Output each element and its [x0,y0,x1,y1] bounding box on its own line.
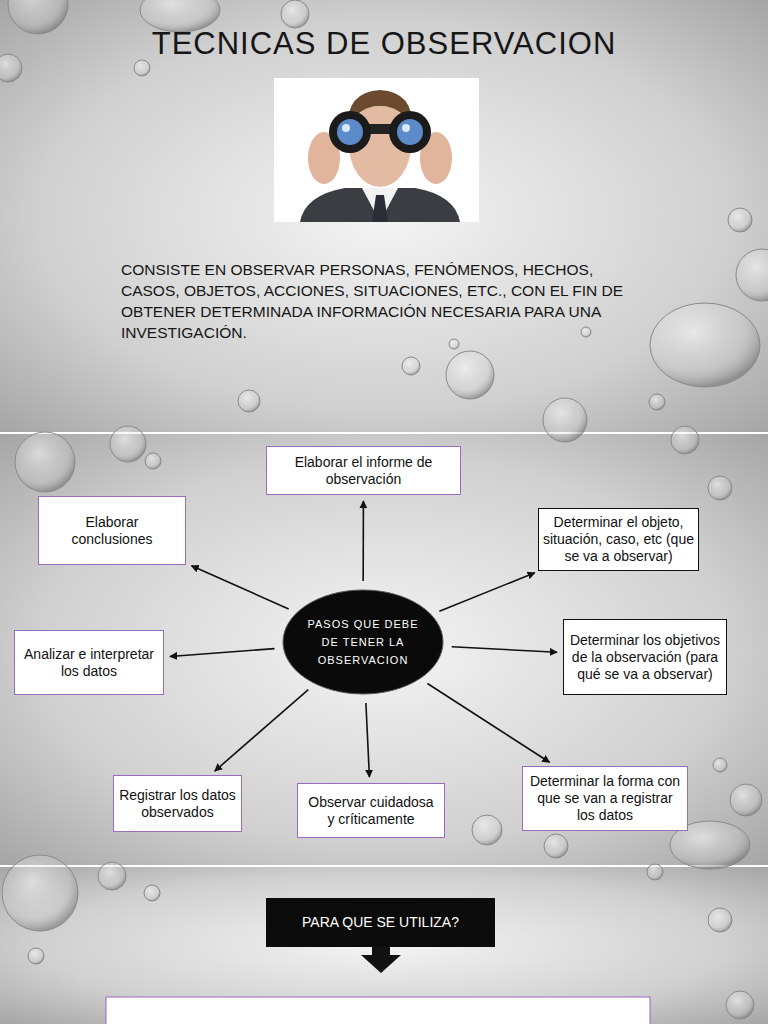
down-arrow [361,947,401,973]
step-box: Determinar la forma con que se van a reg… [522,766,688,831]
step-box: Analizar e interpretar los datos [14,630,164,695]
binoculars-photo [274,78,479,222]
center-ellipse: PASOS QUE DEBE DE TENER LA OBSERVACION [282,589,444,695]
step-box: Registrar los datos observados [113,775,242,832]
arrow-connector [452,647,557,653]
step-text: Elaborar el informe de observación [272,454,455,488]
question-text: PARA QUE SE UTILIZA? [302,914,459,931]
ellipse-text: PASOS QUE DEBE DE TENER LA OBSERVACION [307,615,419,669]
definition-text: CONSISTE EN OBSERVAR PERSONAS, FENÓMENOS… [121,259,651,343]
step-box: Determinar los objetivos de la observaci… [563,619,727,695]
step-text: Elaborar conclusiones [51,514,173,548]
step-text: Determinar los objetivos de la observaci… [569,632,721,683]
arrow-connector [170,649,275,657]
arrow-connector [366,703,370,777]
arrow-connector [439,573,534,611]
arrow-connector [362,501,364,581]
ellipse-shape [283,590,443,694]
empty-box [106,997,650,1024]
step-box: Determinar el objeto, situación, caso, e… [538,508,699,571]
panel-ground [0,434,768,865]
step-text: Observar cuidadosa y críticamente [304,794,438,828]
step-box: Elaborar el informe de observación [266,446,461,495]
step-text: Determinar la forma con que se van a reg… [528,773,682,824]
panel-ground [0,0,768,432]
arrow-connector [215,690,309,771]
arrow-connector [191,566,288,609]
step-box: Observar cuidadosa y críticamente [297,783,445,838]
step-box: Elaborar conclusiones [38,496,186,565]
question-box: PARA QUE SE UTILIZA? [266,898,495,947]
step-text: Determinar el objeto, situación, caso, e… [543,514,694,565]
step-text: Analizar e interpretar los datos [19,646,159,680]
slide-title: TECNICAS DE OBSERVACION [0,24,768,64]
step-text: Registrar los datos observados [119,787,236,821]
arrow-connector [427,684,549,763]
